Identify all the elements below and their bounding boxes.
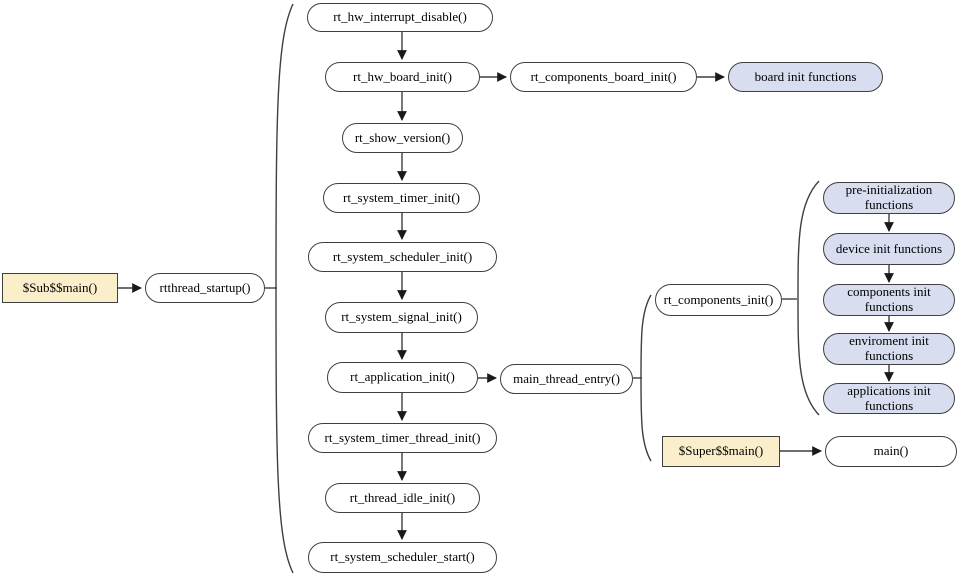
node-main-thread-entry: main_thread_entry(): [500, 364, 633, 394]
node-rtthread-startup: rtthread_startup(): [145, 273, 265, 303]
node-rt-hw-board-init: rt_hw_board_init(): [325, 62, 480, 92]
node-rt-components-board-init: rt_components_board_init(): [510, 62, 697, 92]
node-enviroment-init-functions: enviroment init functions: [823, 333, 955, 365]
node-pre-initialization-functions: pre-initialization functions: [823, 182, 955, 214]
node-rt-hw-interrupt-disable: rt_hw_interrupt_disable(): [307, 3, 493, 32]
node-applications-init-functions: applications init functions: [823, 383, 955, 414]
node-board-init-functions: board init functions: [728, 62, 883, 92]
components-brace: [797, 180, 820, 416]
node-rt-thread-idle-init: rt_thread_idle_init(): [325, 483, 480, 513]
node-sub-main: $Sub$$main(): [2, 273, 118, 303]
node-rt-system-signal-init: rt_system_signal_init(): [325, 302, 478, 333]
node-main: main(): [825, 436, 957, 467]
node-components-init-functions: components init functions: [823, 284, 955, 316]
node-rt-application-init: rt_application_init(): [327, 362, 478, 393]
node-rt-system-scheduler-start: rt_system_scheduler_start(): [308, 542, 497, 573]
node-rt-system-timer-thread-init: rt_system_timer_thread_init(): [308, 423, 497, 453]
startup-brace: [275, 3, 294, 574]
node-rt-system-timer-init: rt_system_timer_init(): [323, 183, 480, 213]
node-rt-system-scheduler-init: rt_system_scheduler_init(): [308, 242, 497, 272]
entry-brace: [640, 294, 652, 462]
node-rt-show-version: rt_show_version(): [342, 123, 463, 153]
node-rt-components-init: rt_components_init(): [655, 284, 782, 316]
node-super-main: $Super$$main(): [662, 436, 780, 467]
node-device-init-functions: device init functions: [823, 233, 955, 265]
